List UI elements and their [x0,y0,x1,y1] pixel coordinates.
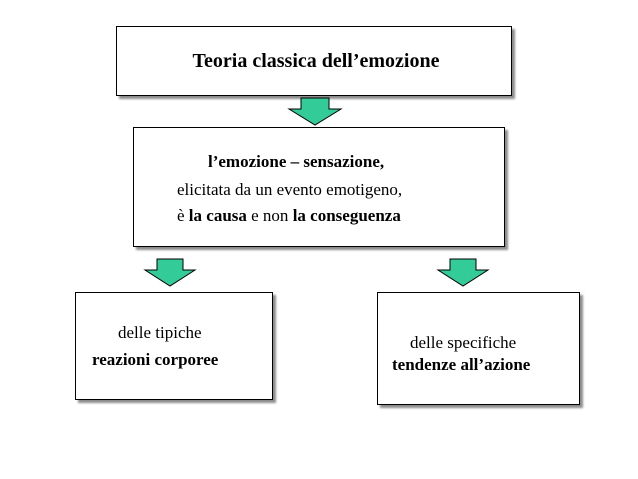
middle-line-3: è la causa e non la conseguenza [177,206,401,226]
left-line-2: reazioni corporee [92,350,219,369]
middle-line-3-prefix: è [177,206,189,225]
right-box: delle specifiche tendenze all’azione [377,292,580,405]
diagram-title: Teoria classica dell’emozione [192,49,440,72]
down-arrow-icon [143,258,197,287]
middle-line-3-mid: e non [246,206,293,225]
middle-line-3-cause: la causa [188,206,247,225]
middle-line-1: l’emozione – sensazione, [208,152,385,171]
right-line-1: delle specifiche [410,333,517,352]
down-arrow-icon [287,97,343,126]
middle-line-2: elicitata da un evento emotigeno, [177,180,403,199]
left-line-1: delle tipiche [118,323,202,342]
right-line-2: tendenze all’azione [392,355,531,374]
title-box: Teoria classica dell’emozione [116,26,512,96]
down-arrow-icon [436,258,490,287]
middle-box: l’emozione – sensazione, elicitata da un… [133,127,505,247]
middle-line-3-consequence: la conseguenza [292,206,401,225]
left-box: delle tipiche reazioni corporee [75,292,273,400]
